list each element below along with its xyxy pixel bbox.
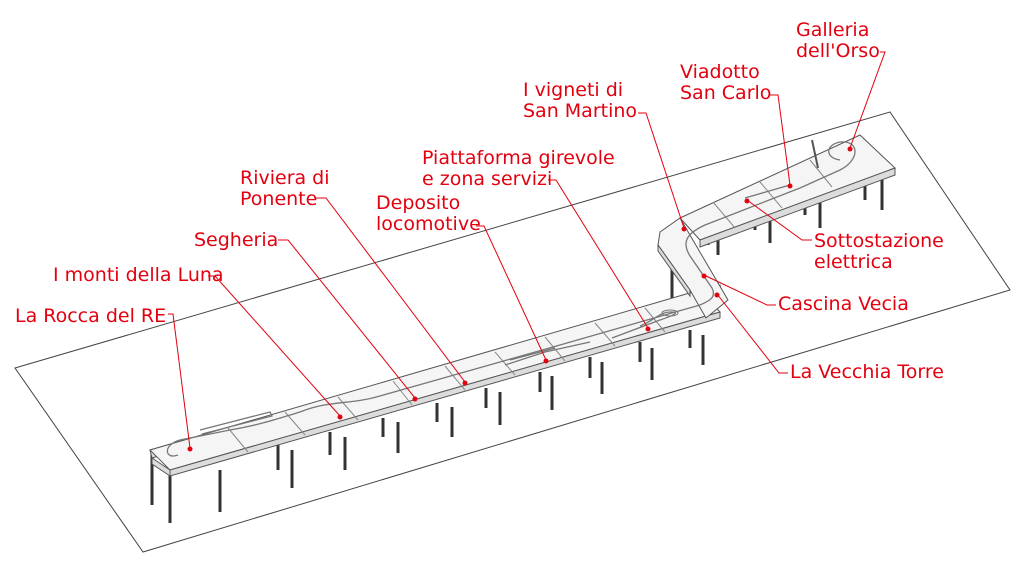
label-line: Piattaforma girevole bbox=[422, 147, 615, 169]
label-line: I monti della Luna bbox=[53, 264, 224, 286]
label-i-monti-della-luna: I monti della Luna bbox=[53, 265, 224, 286]
label-la-rocca-del-re: La Rocca del RE bbox=[15, 306, 166, 327]
label-line: Segheria bbox=[194, 229, 279, 251]
label-line: San Carlo bbox=[680, 82, 772, 104]
label-line: elettrica bbox=[814, 251, 893, 273]
label-line: Riviera di bbox=[240, 167, 330, 189]
label-line: La Rocca del RE bbox=[15, 305, 167, 327]
floor-outline bbox=[14, 111, 1011, 553]
label-i-vigneti-di-san-martino: I vigneti di San Martino bbox=[523, 80, 637, 122]
leader-lines bbox=[168, 51, 886, 452]
label-segheria: Segheria bbox=[194, 230, 278, 251]
label-line: La Vecchia Torre bbox=[790, 361, 944, 383]
track-lines bbox=[166, 141, 856, 457]
label-riviera-di-ponente: Riviera di Ponente bbox=[240, 168, 330, 210]
label-line: Galleria bbox=[796, 19, 870, 41]
label-galleria-dell-orso: Galleria dell'Orso bbox=[796, 20, 880, 62]
label-line: Sottostazione bbox=[814, 230, 944, 252]
label-deposito-locomotive: Deposito locomotive bbox=[376, 193, 481, 235]
label-line: dell'Orso bbox=[796, 40, 880, 62]
label-viadotto-san-carlo: Viadotto San Carlo bbox=[680, 62, 771, 104]
label-line: Ponente bbox=[240, 188, 318, 210]
label-la-vecchia-torre: La Vecchia Torre bbox=[790, 362, 944, 383]
label-line: e zona servizi bbox=[422, 168, 553, 190]
label-line: San Martino bbox=[523, 100, 638, 122]
label-line: locomotive bbox=[376, 213, 481, 235]
label-cascina-vecia: Cascina Vecia bbox=[778, 294, 909, 315]
label-piattaforma-girevole: Piattaforma girevole e zona servizi bbox=[422, 148, 615, 190]
label-sottostazione-elettrica: Sottostazione elettrica bbox=[814, 231, 944, 273]
label-line: I vigneti di bbox=[523, 79, 624, 101]
label-line: Viadotto bbox=[680, 61, 760, 83]
label-line: Deposito bbox=[376, 192, 461, 214]
label-line: Cascina Vecia bbox=[778, 293, 909, 315]
